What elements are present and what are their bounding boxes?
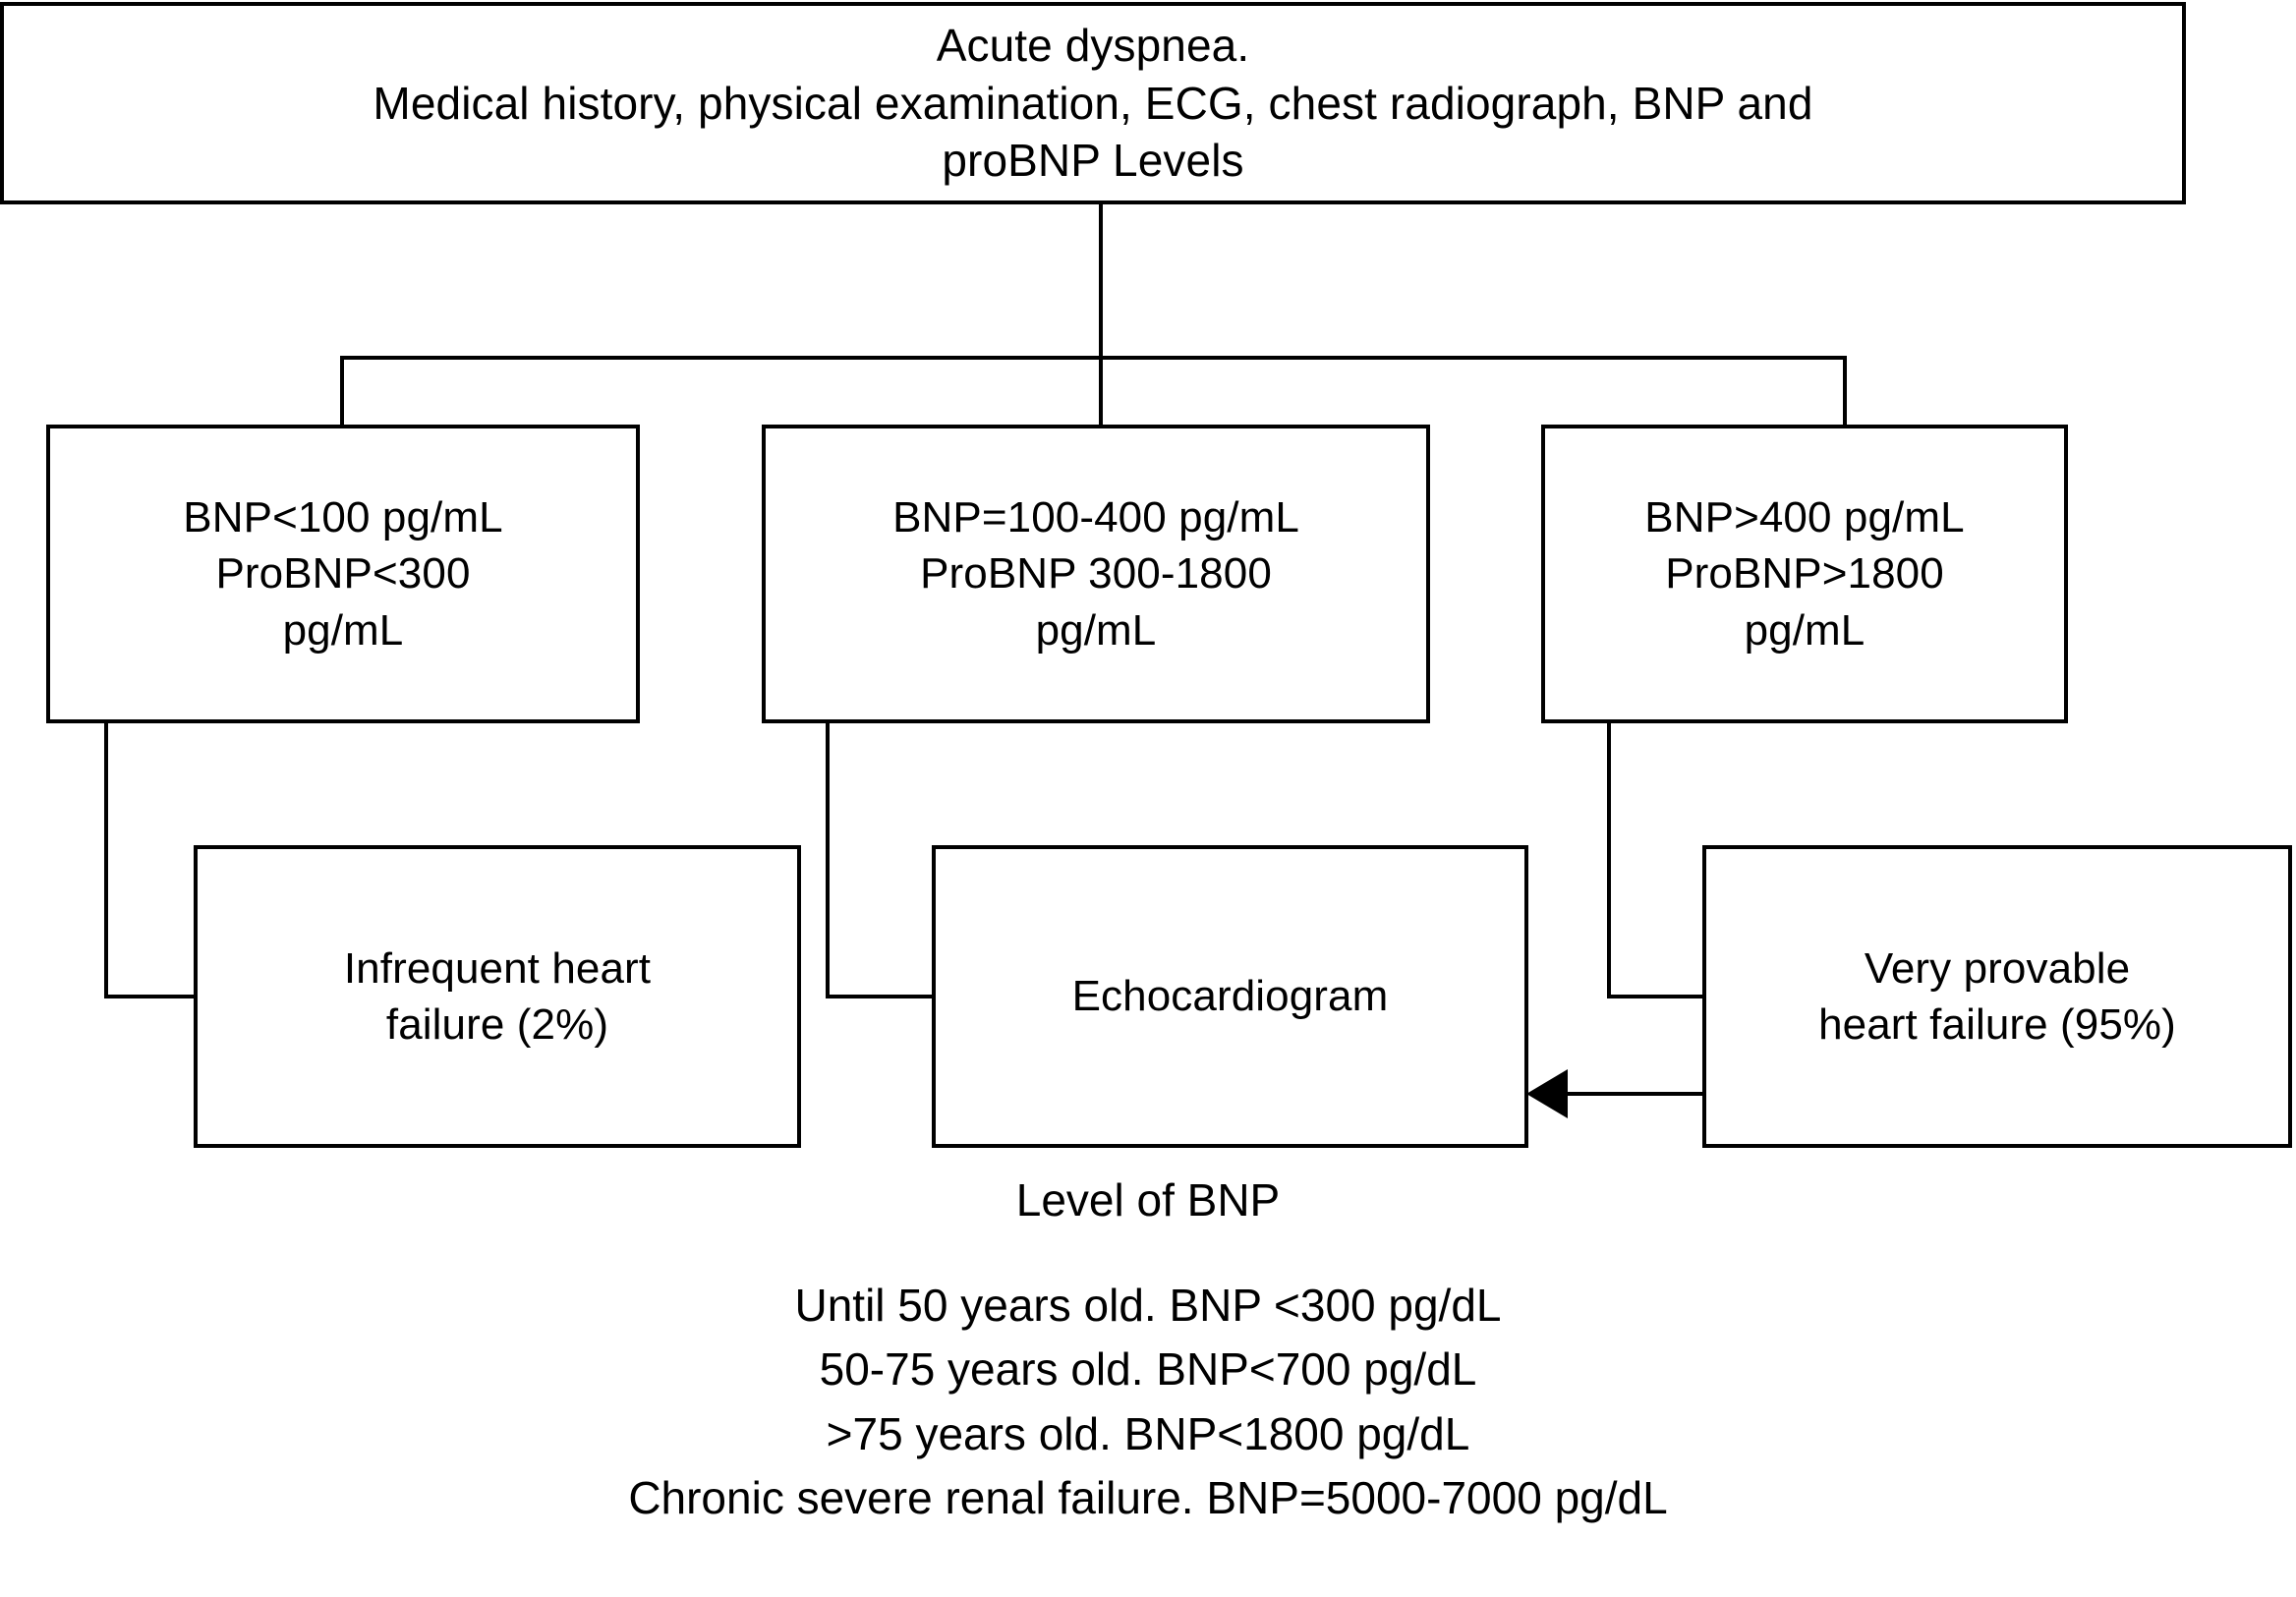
node-echocardiogram-label: Echocardiogram [1071, 972, 1389, 1021]
node-very-provable-heart-failure-label: Very provable heart failure (95%) [1818, 943, 2176, 1049]
node-very-provable-heart-failure[interactable]: Very provable heart failure (95%) [1702, 845, 2292, 1148]
node-bnp-mid-label: BNP=100-400 pg/mL ProBNP 300-1800 pg/mL [892, 493, 1299, 655]
node-acute-dyspnea-label: Acute dyspnea. Medical history, physical… [373, 19, 1813, 187]
caption-line: >75 years old. BNP<1800 pg/dL [826, 1407, 1470, 1459]
node-bnp-high-label: BNP>400 pg/mL ProBNP>1800 pg/mL [1644, 493, 1965, 655]
caption-line-list: Until 50 years old. BNP <300 pg/dL 50-75… [0, 1274, 2296, 1530]
connector-drop-to-low [340, 356, 344, 428]
connector-mid-to-echo-horizontal [826, 995, 936, 998]
node-infrequent-heart-failure[interactable]: Infrequent heart failure (2%) [194, 845, 801, 1148]
node-bnp-mid[interactable]: BNP=100-400 pg/mL ProBNP 300-1800 pg/mL [762, 425, 1430, 723]
caption-line: Chronic severe renal failure. BNP=5000-7… [628, 1471, 1668, 1523]
node-bnp-low-label: BNP<100 pg/mL ProBNP<300 pg/mL [183, 493, 503, 655]
connector-distribution-bus [340, 356, 1847, 360]
caption-line: 50-75 years old. BNP<700 pg/dL [819, 1343, 1477, 1396]
connector-drop-to-high [1843, 356, 1847, 428]
connector-veryprobable-to-echo-line [1551, 1092, 1704, 1096]
connector-high-to-veryprobable-horizontal [1607, 995, 1706, 998]
arrow-head-icon [1526, 1069, 1568, 1118]
connector-mid-to-echo-vertical [826, 721, 830, 998]
connector-low-to-infrequent-vertical [104, 721, 108, 998]
connector-low-to-infrequent-horizontal [104, 995, 198, 998]
connector-root-stem [1099, 204, 1103, 360]
caption-line: Until 50 years old. BNP <300 pg/dL [794, 1280, 1502, 1331]
caption-block: Level of BNP Until 50 years old. BNP <30… [0, 1177, 2296, 1530]
node-bnp-high[interactable]: BNP>400 pg/mL ProBNP>1800 pg/mL [1541, 425, 2068, 723]
connector-high-to-veryprobable-vertical [1607, 721, 1611, 998]
node-bnp-low[interactable]: BNP<100 pg/mL ProBNP<300 pg/mL [46, 425, 640, 723]
node-acute-dyspnea[interactable]: Acute dyspnea. Medical history, physical… [0, 2, 2186, 204]
caption-heading: Level of BNP [1015, 1174, 1281, 1226]
node-infrequent-heart-failure-label: Infrequent heart failure (2%) [343, 943, 652, 1049]
connector-drop-to-mid [1099, 356, 1103, 428]
node-echocardiogram[interactable]: Echocardiogram [932, 845, 1528, 1148]
